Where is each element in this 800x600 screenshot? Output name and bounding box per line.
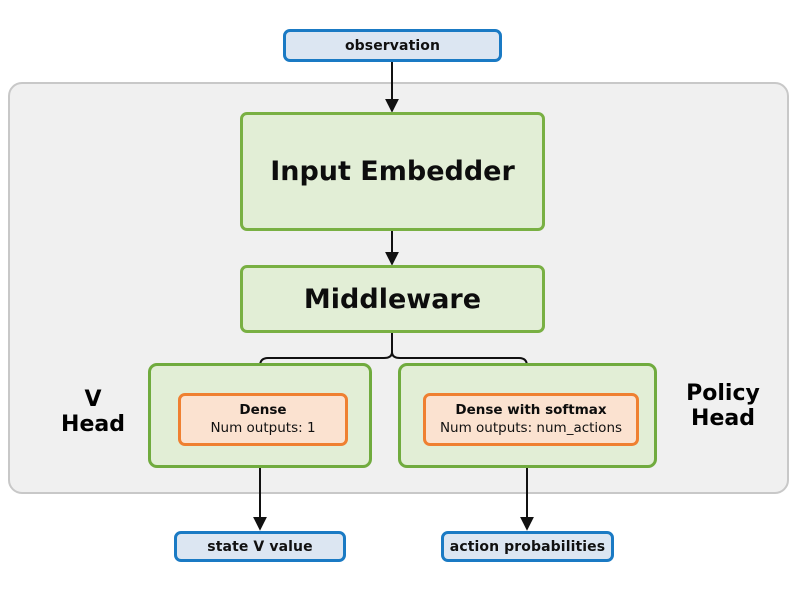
label-policy-head-line1: Policy <box>686 381 760 406</box>
node-policy-head-dense-title: Dense with softmax <box>455 402 607 419</box>
node-state-v-value[interactable]: state V value <box>174 531 346 562</box>
node-v-head-dense-title: Dense <box>239 402 287 419</box>
node-input-embedder-label: Input Embedder <box>270 156 515 187</box>
node-state-v-value-label: state V value <box>207 538 313 555</box>
node-policy-head-dense[interactable]: Dense with softmax Num outputs: num_acti… <box>423 393 639 446</box>
node-input-embedder[interactable]: Input Embedder <box>240 112 545 231</box>
label-v-head-line1: V <box>84 387 102 412</box>
node-action-probabilities[interactable]: action probabilities <box>441 531 614 562</box>
node-v-head-container[interactable]: Dense Num outputs: 1 <box>148 363 372 468</box>
node-observation-label: observation <box>344 37 441 54</box>
node-v-head-dense[interactable]: Dense Num outputs: 1 <box>178 393 348 446</box>
node-policy-head-container[interactable]: Dense with softmax Num outputs: num_acti… <box>398 363 657 468</box>
node-v-head-dense-subtitle: Num outputs: 1 <box>210 420 316 436</box>
label-policy-head: Policy Head <box>662 381 784 432</box>
label-v-head: V Head <box>40 387 146 438</box>
node-action-probabilities-label: action probabilities <box>449 538 606 555</box>
node-middleware[interactable]: Middleware <box>240 265 545 333</box>
label-v-head-line2: Head <box>61 412 125 438</box>
node-policy-head-dense-subtitle: Num outputs: num_actions <box>439 420 623 436</box>
node-middleware-label: Middleware <box>303 283 482 315</box>
node-observation[interactable]: observation <box>283 29 502 62</box>
label-policy-head-line2: Head <box>691 406 755 432</box>
